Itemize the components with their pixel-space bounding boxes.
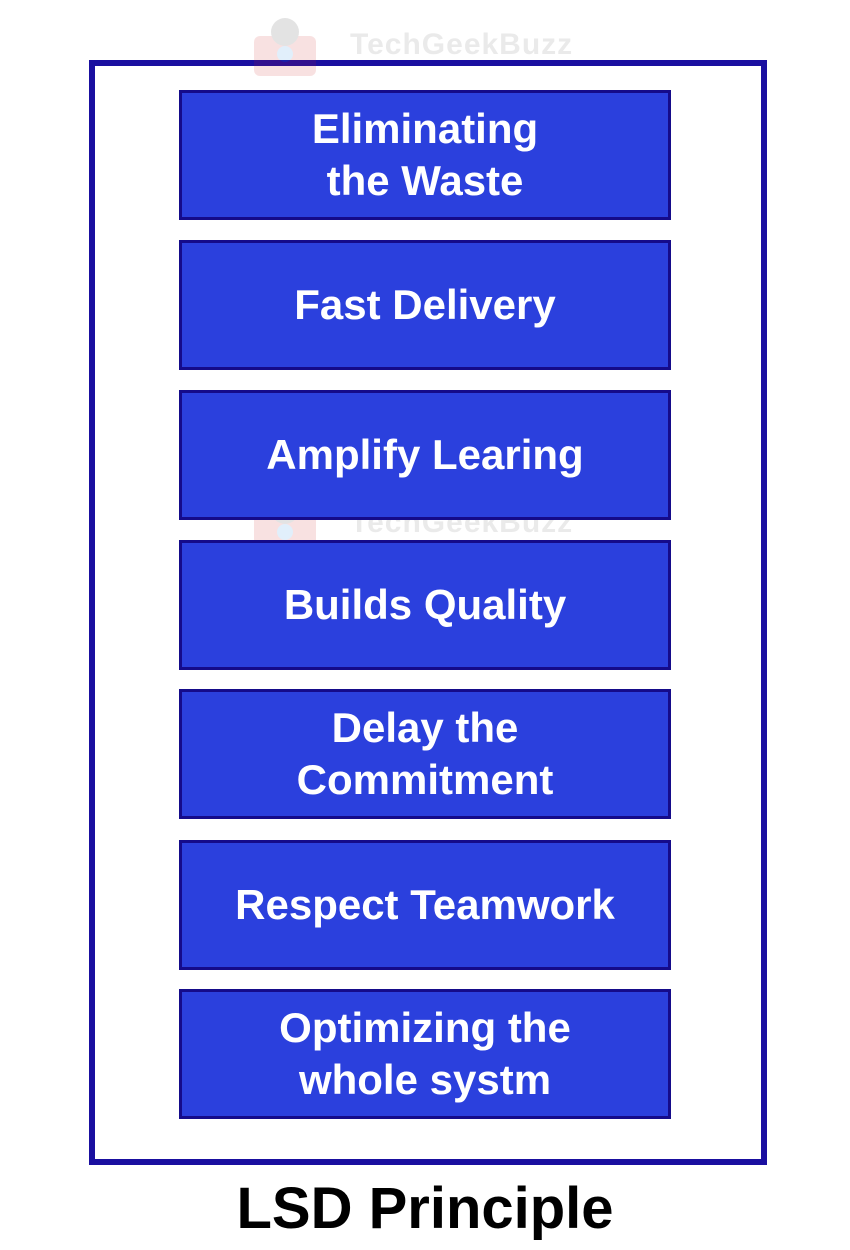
principle-box-fast-delivery: Fast Delivery [179, 240, 671, 370]
principle-box-amplify-learning: Amplify Learing [179, 390, 671, 520]
principle-box-respect-teamwork: Respect Teamwork [179, 840, 671, 970]
diagram-caption: LSD Principle [236, 1176, 614, 1241]
principle-box-optimizing-whole: Optimizing the whole systm [179, 989, 671, 1119]
diagram-frame [89, 60, 767, 1165]
principle-box-builds-quality: Builds Quality [179, 540, 671, 670]
principle-box-delay-commitment: Delay the Commitment [179, 689, 671, 819]
watermark-text: TechGeekBuzz [350, 28, 574, 61]
principle-box-eliminating-waste: Eliminating the Waste [179, 90, 671, 220]
